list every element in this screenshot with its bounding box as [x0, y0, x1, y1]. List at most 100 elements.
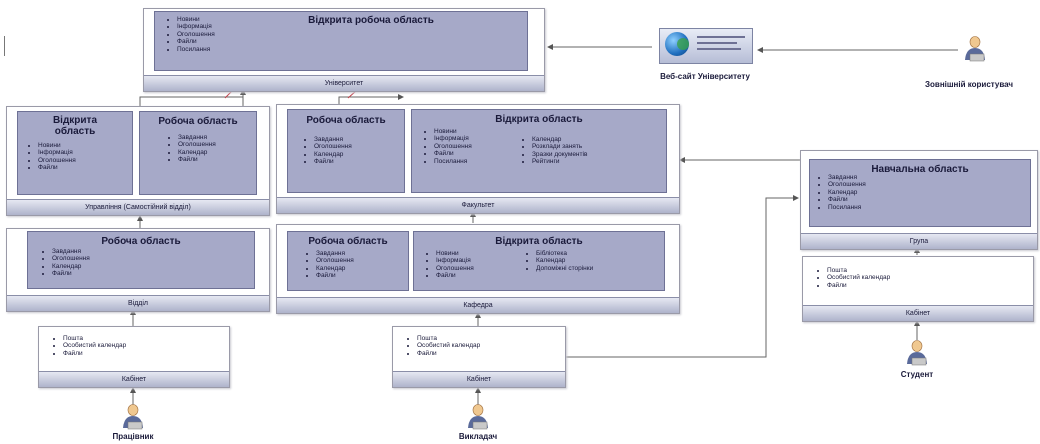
cabinet-teacher: Пошта Особистий календар Файли Кабінет: [392, 326, 566, 388]
cabinet-employee-items: Пошта Особистий календар Файли: [49, 335, 126, 357]
list-item: Файли: [434, 150, 472, 157]
list-item: Файли: [177, 38, 215, 45]
chair-open-items-col2: Бібліотека Календар Допоміжні сторінки: [522, 250, 593, 272]
group-items: Завдання Оголошення Календар Файли Посил…: [814, 174, 866, 211]
list-item: Файли: [827, 282, 890, 289]
group-study-title: Навчальна область: [871, 164, 969, 175]
faculty-open-area: Відкрита область Новини Інформація Оголо…: [411, 109, 667, 193]
group-block: Навчальна область Завдання Оголошення Ка…: [800, 150, 1038, 250]
list-item: Інформація: [434, 135, 472, 142]
list-item: Особистий календар: [63, 342, 126, 349]
administration-work-title: Робоча область: [158, 116, 238, 127]
list-item: Оголошення: [38, 157, 76, 164]
edge-marker: [4, 36, 5, 56]
list-item: Інформація: [436, 257, 474, 264]
chair-work-area: Робоча область Завдання Оголошення Кален…: [287, 231, 409, 291]
list-item: Календар: [314, 151, 352, 158]
administration-open-items: Новини Інформація Оголошення Файли: [24, 142, 76, 172]
university-block: Відкрита робоча область Новини Інформаці…: [143, 8, 545, 92]
list-item: Допоміжні сторінки: [536, 265, 593, 272]
chair-bar: Кафедра: [277, 297, 679, 313]
list-item: Завдання: [52, 248, 90, 255]
department-work-title: Робоча область: [101, 236, 181, 247]
cabinet-student-bar: Кабінет: [803, 305, 1033, 321]
chair-open-items-col1: Новини Інформація Оголошення Файли: [422, 250, 474, 280]
administration-block: Відкрита область Новини Інформація Оголо…: [6, 106, 270, 216]
list-item: Оголошення: [436, 265, 474, 272]
administration-open-title: Відкрита область: [52, 115, 98, 137]
faculty-work-title: Робоча область: [306, 115, 386, 126]
university-open-title: Відкрита робоча область: [308, 15, 434, 26]
list-item: Завдання: [828, 174, 866, 181]
list-item: Файли: [52, 270, 90, 277]
list-item: Зразки документів: [532, 151, 587, 158]
chair-open-area: Відкрита область Новини Інформація Оголо…: [413, 231, 665, 291]
list-item: Файли: [63, 350, 126, 357]
list-item: Розклади занять: [532, 143, 587, 150]
list-item: Оголошення: [314, 143, 352, 150]
department-block: Робоча область Завдання Оголошення Кален…: [6, 228, 270, 312]
cabinet-employee: Пошта Особистий календар Файли Кабінет: [38, 326, 230, 388]
university-open-area: Відкрита робоча область Новини Інформаці…: [154, 11, 528, 71]
list-item: Файли: [314, 158, 352, 165]
department-work-area: Робоча область Завдання Оголошення Кален…: [27, 231, 255, 289]
list-item: Календар: [316, 265, 354, 272]
employee-icon: [118, 404, 148, 430]
list-item: Файли: [316, 272, 354, 279]
list-item: Посилання: [434, 158, 472, 165]
list-item: Пошта: [827, 267, 890, 274]
list-item: Новини: [38, 142, 76, 149]
department-bar: Відділ: [7, 295, 269, 311]
list-item: Завдання: [316, 250, 354, 257]
list-item: Календар: [828, 189, 866, 196]
list-item: Оголошення: [178, 141, 216, 148]
cabinet-teacher-items: Пошта Особистий календар Файли: [403, 335, 480, 357]
external-user-label: Зовнішній користувач: [925, 80, 1014, 89]
faculty-work-area: Робоча область Завдання Оголошення Кален…: [287, 109, 405, 193]
external-user-icon: [960, 36, 990, 62]
list-item: Файли: [436, 272, 474, 279]
administration-work-items: Завдання Оголошення Календар Файли: [164, 134, 216, 164]
list-item: Файли: [178, 156, 216, 163]
list-item: Інформація: [177, 23, 215, 30]
chair-work-items: Завдання Оголошення Календар Файли: [302, 250, 354, 280]
cabinet-student-items: Пошта Особистий календар Файли: [813, 267, 890, 289]
department-work-items: Завдання Оголошення Календар Файли: [38, 248, 90, 278]
teacher-label: Викладач: [458, 432, 498, 441]
cabinet-student: Пошта Особистий календар Файли Кабінет: [802, 256, 1034, 322]
list-item: Оголошення: [316, 257, 354, 264]
list-item: Пошта: [417, 335, 480, 342]
website-icon: [655, 26, 755, 66]
list-item: Пошта: [63, 335, 126, 342]
list-item: Рейтинги: [532, 158, 587, 165]
university-items: Новини Інформація Оголошення Файли Посил…: [163, 16, 215, 53]
list-item: Посилання: [177, 46, 215, 53]
list-item: Завдання: [314, 136, 352, 143]
list-item: Файли: [417, 350, 480, 357]
list-item: Оголошення: [177, 31, 215, 38]
list-item: Оголошення: [52, 255, 90, 262]
group-bar: Група: [801, 233, 1037, 249]
chair-open-title: Відкрита область: [495, 236, 583, 247]
faculty-block: Робоча область Завдання Оголошення Кален…: [276, 104, 680, 214]
chair-block: Робоча область Завдання Оголошення Кален…: [276, 224, 680, 314]
administration-bar: Управління (Самостійний відділ): [7, 199, 269, 215]
faculty-open-items-col2: Календар Розклади занять Зразки документ…: [518, 136, 587, 166]
list-item: Файли: [38, 164, 76, 171]
faculty-work-items: Завдання Оголошення Календар Файли: [300, 136, 352, 166]
list-item: Календар: [536, 257, 593, 264]
website-label: Веб-сайт Університету: [660, 72, 750, 81]
list-item: Календар: [532, 136, 587, 143]
administration-open-area: Відкрита область Новини Інформація Оголо…: [17, 111, 133, 195]
cabinet-employee-bar: Кабінет: [39, 371, 229, 387]
faculty-bar: Факультет: [277, 197, 679, 213]
list-item: Посилання: [828, 204, 866, 211]
list-item: Інформація: [38, 149, 76, 156]
list-item: Новини: [177, 16, 215, 23]
list-item: Завдання: [178, 134, 216, 141]
faculty-open-items-col1: Новини Інформація Оголошення Файли Посил…: [420, 128, 472, 165]
list-item: Новини: [436, 250, 474, 257]
list-item: Бібліотека: [536, 250, 593, 257]
teacher-icon: [463, 404, 493, 430]
